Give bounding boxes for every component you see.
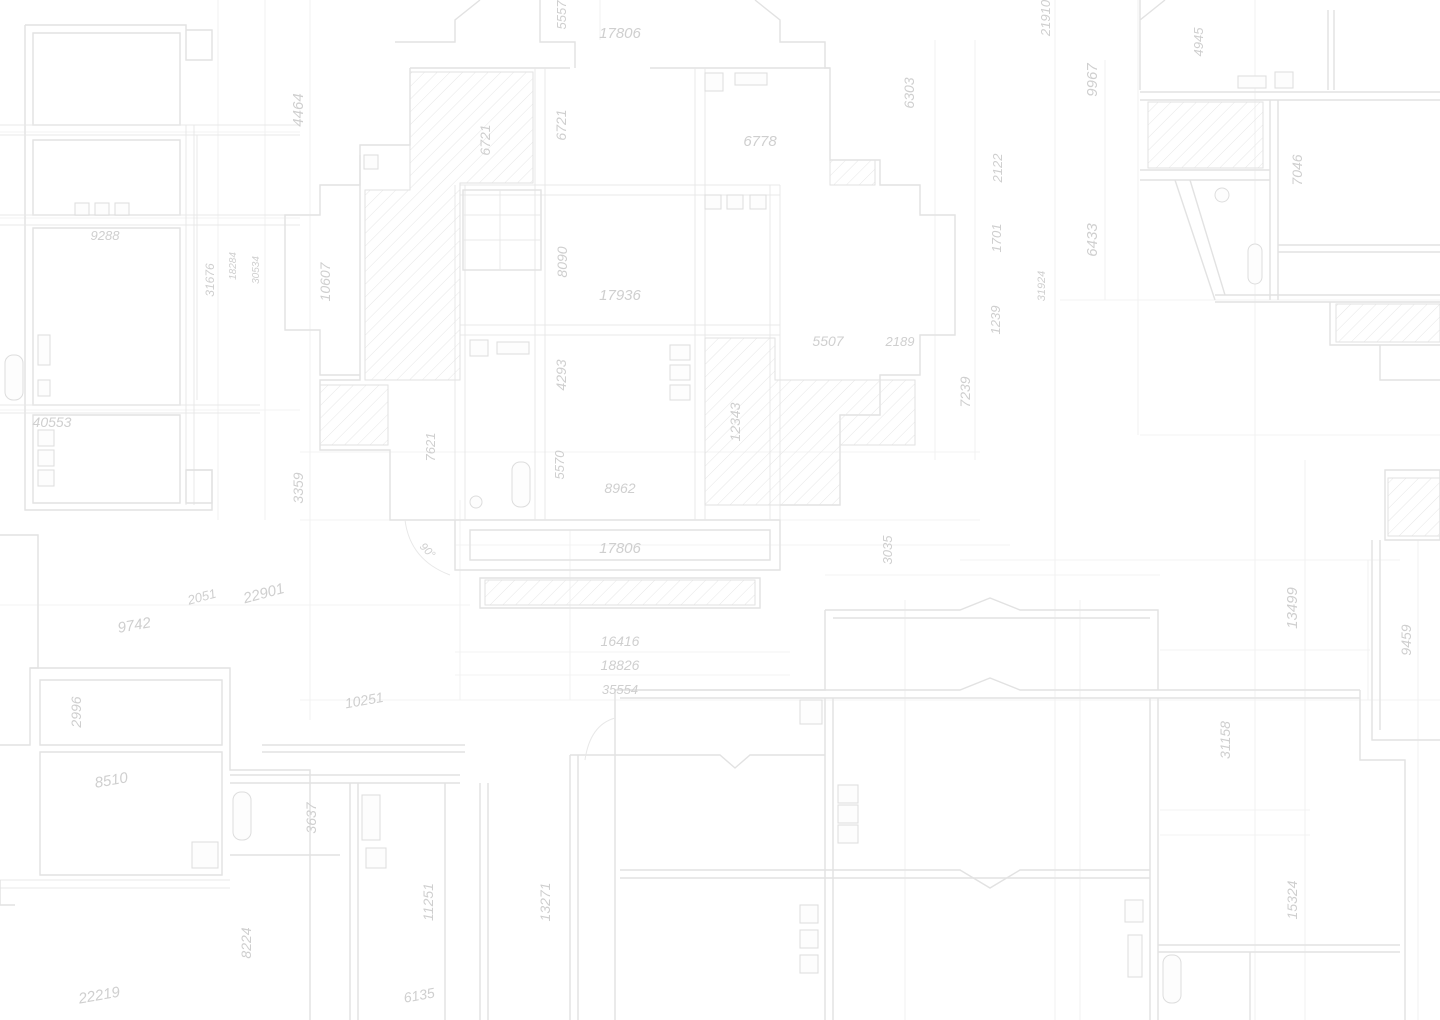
dimension-label: 18826 [601, 657, 640, 673]
dimension-label: 10251 [344, 689, 385, 712]
bottom-left-building-walls [0, 534, 489, 1020]
dimension-label: 4293 [553, 359, 569, 390]
dimension-label: 9967 [1084, 63, 1101, 97]
dimension-label: 21910 [1038, 0, 1053, 37]
dimension-label: 3637 [303, 801, 319, 833]
dimension-label: 8962 [604, 480, 635, 496]
dimension-label: 17806 [599, 25, 641, 42]
dimension-label: 10607 [317, 261, 333, 301]
dimension-label: 13499 [1284, 586, 1301, 628]
dimension-label: 5557 [554, 0, 569, 29]
dimension-label: 2189 [885, 334, 915, 349]
dimension-label: 2996 [68, 696, 84, 728]
dimension-label: 1701 [989, 224, 1004, 253]
dimension-label: 9288 [91, 228, 121, 243]
dimension-label: 9742 [116, 614, 152, 637]
top-right-building-walls [1139, 0, 1440, 741]
dimension-label: 13271 [537, 883, 553, 922]
dimension-label: 1239 [988, 306, 1003, 335]
dimension-label: 90° [417, 541, 438, 562]
dimension-label: 11251 [420, 883, 436, 921]
dimension-label: 30534 [251, 256, 262, 284]
dimension-label: 18284 [228, 252, 239, 280]
dimension-label: 6433 [1084, 223, 1101, 257]
dimension-label: 17936 [599, 287, 641, 304]
dimension-label: 3035 [880, 535, 895, 565]
dimension-label: 40553 [33, 414, 72, 430]
left-building-walls [0, 24, 300, 511]
dimension-label: 8510 [93, 769, 129, 792]
dimension-labels: 17806 5557 21910 4945 4464 6721 6721 6303 9967 67… [33, 0, 1414, 1008]
dimension-label: 31158 [1217, 721, 1233, 759]
dimension-label: 2051 [185, 586, 218, 608]
dimension-label: 22901 [241, 580, 287, 607]
bottom-right-building-walls [569, 597, 1406, 1020]
dimension-label: 2122 [990, 153, 1005, 184]
dimension-label: 16416 [601, 633, 640, 649]
dimension-label: 7046 [1289, 154, 1305, 185]
dimension-label: 22219 [76, 983, 122, 1007]
dimension-label: 31676 [203, 263, 217, 297]
top-center-building-walls [284, 0, 956, 609]
dimension-label: 3359 [290, 472, 306, 503]
dimension-label: 6721 [477, 124, 493, 155]
dimension-label: 8090 [554, 246, 570, 277]
dimension-label: 5570 [552, 450, 567, 480]
dimension-label: 7621 [423, 433, 438, 462]
dimension-label: 6135 [402, 984, 436, 1005]
dimension-label: 5507 [812, 333, 844, 349]
dimension-label: 17806 [599, 540, 641, 557]
dimension-label: 8224 [238, 927, 254, 958]
dimension-label: 4945 [1191, 27, 1206, 57]
dimension-label: 4464 [290, 93, 307, 126]
dimension-label: 6303 [901, 77, 917, 108]
dimension-label: 15324 [1284, 880, 1300, 919]
dimension-label: 9459 [1398, 624, 1414, 655]
dimension-label: 6778 [743, 133, 777, 150]
dimension-label: 12343 [727, 402, 743, 441]
dimension-label: 31924 [1036, 271, 1048, 302]
dimension-label: 35554 [602, 682, 638, 697]
dimension-label: 7239 [957, 376, 973, 407]
dimension-label: 6721 [553, 109, 569, 140]
